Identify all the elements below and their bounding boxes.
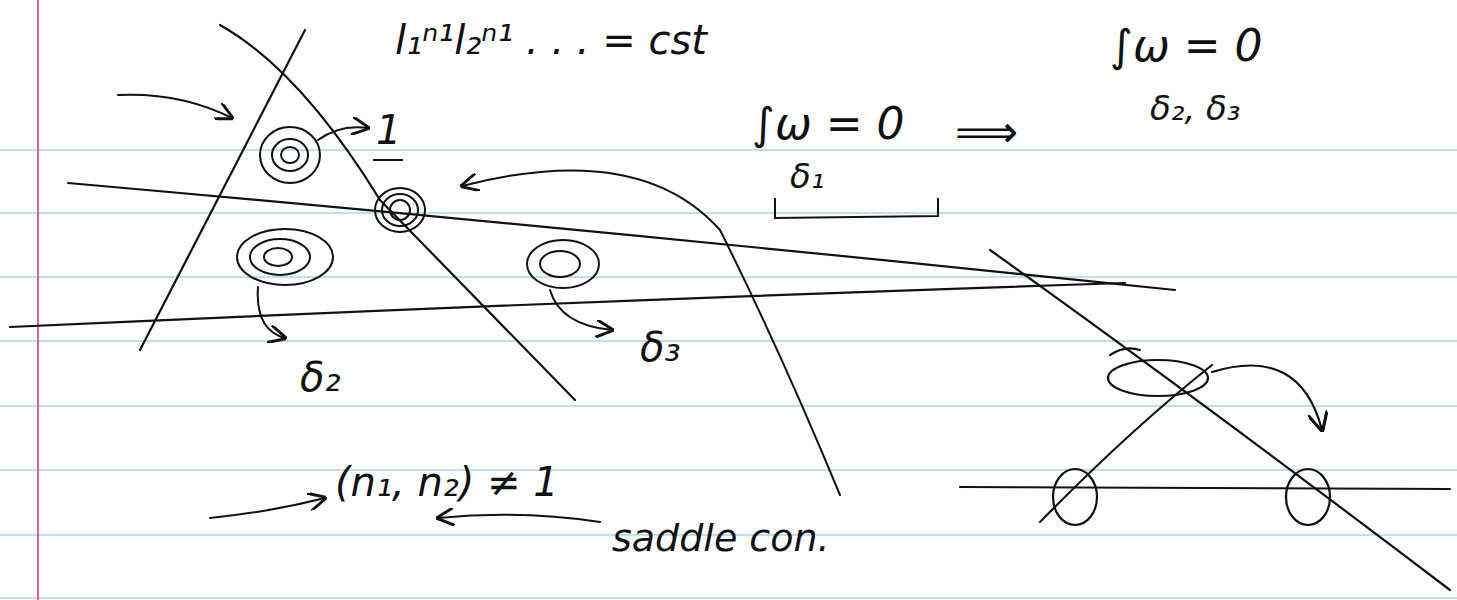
ruled-lines: [0, 150, 1457, 598]
math-note: l₁ⁿ¹l₂ⁿ¹ . . . = cst: [395, 18, 707, 62]
cycle-label: 1: [376, 108, 401, 152]
underline-mark: [373, 159, 403, 161]
math-note: saddle con.: [612, 518, 830, 560]
leader-arrows: [118, 95, 840, 522]
line-arrangement: [10, 25, 1175, 400]
math-note: (n₁, n₂) ≠ 1: [335, 460, 559, 504]
math-note: ⟹: [955, 108, 1018, 156]
underline-bracket: [775, 198, 938, 218]
margin-line: [37, 0, 39, 600]
math-note: δ₁: [790, 158, 824, 195]
cycle-label: δ₃: [640, 325, 681, 369]
cycle-label: δ₂: [300, 355, 341, 399]
side-sketch: [960, 250, 1450, 590]
math-note: δ₂, δ₃: [1150, 90, 1240, 127]
cycles: [237, 127, 599, 288]
math-note: ∫ω = 0: [752, 100, 905, 148]
math-note: ∫ω = 0: [1110, 22, 1263, 70]
